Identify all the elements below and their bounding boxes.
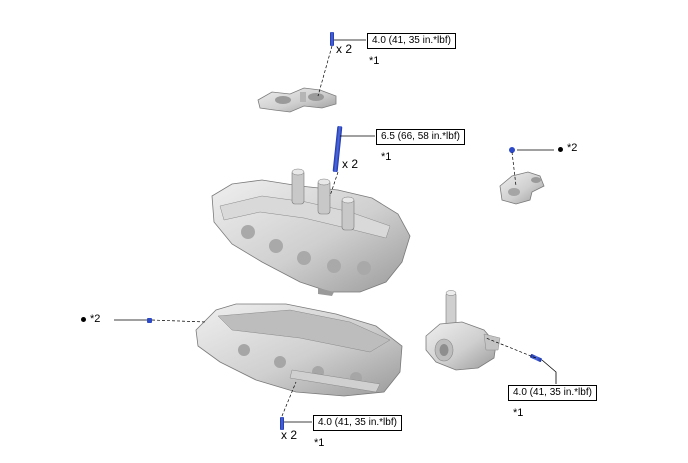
note-label-lower-bottom: *1	[314, 437, 325, 449]
leader-lines	[114, 39, 557, 423]
bullet-dot-lower-left	[81, 317, 86, 322]
bullet-dot-bracket	[558, 147, 563, 152]
quantity-label-cam-cap: x 2	[336, 42, 353, 56]
note-label-head: *1	[381, 151, 392, 163]
quantity-label-lower-bottom: x 2	[281, 428, 298, 442]
dashed-guides	[151, 45, 537, 417]
torque-label-head: 6.5 (66, 58 in.*lbf)	[376, 129, 465, 145]
camshaft-housing	[195, 303, 403, 397]
torque-label-cam-cap: 4.0 (41, 35 in.*lbf)	[367, 33, 456, 49]
bolt-head	[332, 126, 343, 173]
note-label-lower-left: *2	[90, 313, 101, 325]
torque-label-lower-bottom: 4.0 (41, 35 in.*lbf)	[313, 415, 402, 431]
camshaft-bearing-cap	[257, 87, 337, 113]
water-outlet	[425, 290, 501, 371]
note-label-outlet: *1	[513, 407, 524, 419]
quantity-label-head: x 2	[342, 157, 359, 171]
bolt-lower-bottom	[280, 417, 284, 430]
bolt-bracket	[509, 147, 515, 153]
bracket-part	[499, 171, 545, 205]
note-label-bracket: *2	[567, 142, 578, 154]
note-label-cam-cap: *1	[369, 55, 380, 67]
bolt-lower-left	[147, 318, 152, 323]
cylinder-head	[211, 168, 411, 296]
bolt-cam-cap	[330, 32, 334, 46]
torque-label-outlet: 4.0 (41, 35 in.*lbf)	[508, 385, 597, 401]
